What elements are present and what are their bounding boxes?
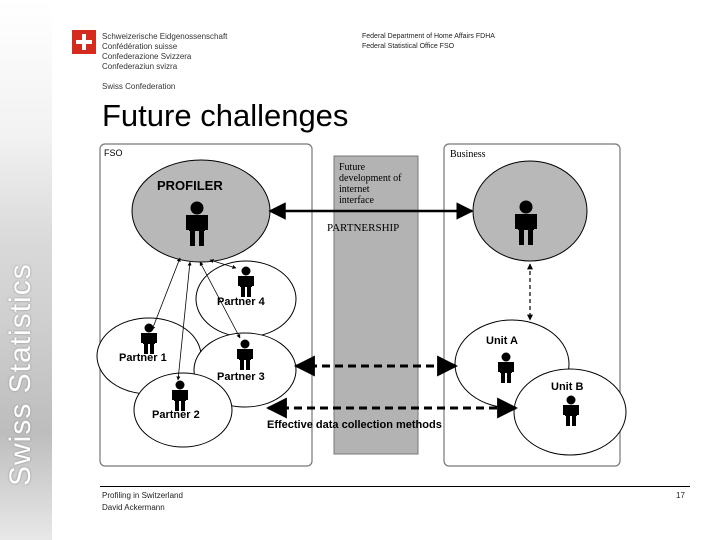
language-line-rm: Confederaziun svizra	[102, 62, 178, 71]
future-dev-line4: interface	[339, 195, 375, 206]
future-dev-line2: development of	[339, 173, 402, 184]
footer-title: Profiling in Switzerland	[102, 491, 183, 500]
partner3-label: Partner 3	[217, 371, 265, 383]
business-frame	[443, 143, 621, 467]
fso-label: FSO	[104, 148, 123, 158]
arrow-profiler-partner1	[151, 257, 181, 331]
sidebar-image: Swiss Statistics	[0, 0, 52, 540]
business-label: Business	[450, 149, 486, 160]
swiss-flag-icon	[72, 30, 96, 54]
footer-divider	[100, 486, 690, 487]
unitB-label: Unit B	[551, 381, 583, 393]
profiler-label: PROFILER	[157, 178, 223, 193]
language-line-it: Confederazione Svizzera	[102, 52, 192, 61]
partner2-label: Partner 2	[152, 409, 200, 421]
arrow-profiler-partner3	[199, 261, 241, 339]
future-dev-line3: internet	[339, 184, 370, 195]
office-label: Federal Statistical Office FSO	[362, 43, 455, 50]
language-line-fr: Confédération suisse	[102, 42, 178, 51]
partner1-label: Partner 1	[119, 352, 167, 364]
confederation-label: Swiss Confederation	[102, 82, 176, 91]
language-line-de: Schweizerische Eidgenossenschaft	[102, 32, 228, 41]
arrow-profiler-partner4	[209, 259, 237, 269]
future-dev-line1: Future	[339, 162, 366, 173]
department-label: Federal Department of Home Affairs FDHA	[362, 33, 495, 40]
page-title: Future challenges	[102, 98, 349, 133]
arrow-profiler-partner2	[176, 261, 192, 381]
methods-label: Effective data collection methods	[267, 419, 442, 431]
fso-frame	[99, 143, 313, 467]
unitA-label: Unit A	[486, 335, 518, 347]
footer-author: David Ackermann	[102, 503, 165, 512]
partner4-label: Partner 4	[217, 296, 266, 308]
page-number: 17	[676, 491, 685, 500]
partnership-label: PARTNERSHIP	[327, 222, 399, 234]
